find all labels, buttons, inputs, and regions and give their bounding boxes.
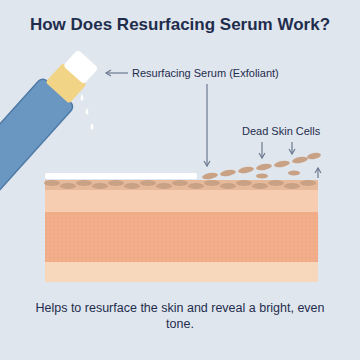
serum-drops: [81, 94, 94, 130]
skin-layers: [44, 180, 318, 282]
serum-layer: [45, 173, 197, 179]
dropper-bottle: [0, 44, 104, 195]
leader-arrows: [106, 73, 292, 166]
callout-label: Resurfacing Serum (Exfoliant): [132, 66, 342, 80]
caption: Helps to resurface the skin and reveal a…: [30, 300, 330, 333]
title: How Does Resurfacing Serum Work?: [10, 14, 350, 36]
callout-label: Dead Skin Cells: [242, 124, 357, 138]
